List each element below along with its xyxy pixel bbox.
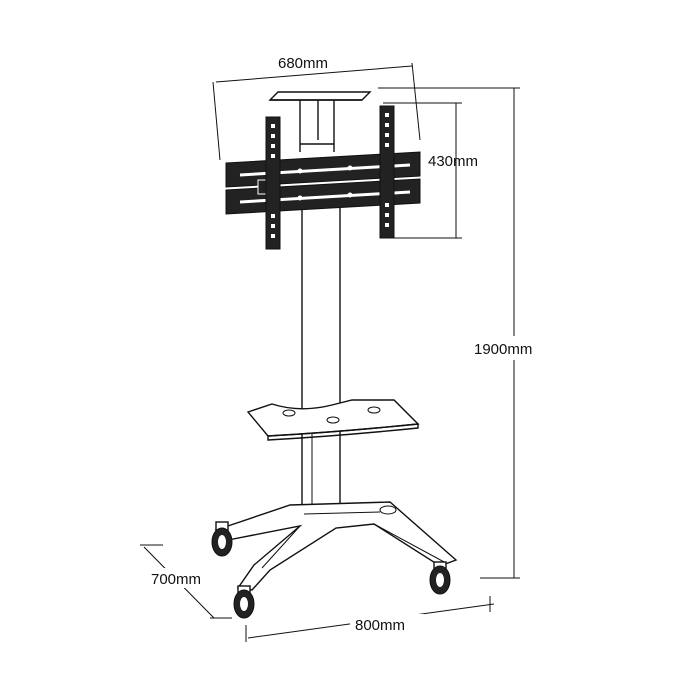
label-base-width: 800mm <box>355 617 405 634</box>
label-bracket-height: 430mm <box>428 153 478 170</box>
right-vesa-bracket <box>379 105 395 239</box>
caster-back-right <box>379 505 397 515</box>
top-shelf <box>268 91 372 152</box>
caster-front-left <box>233 585 255 619</box>
dimension-width-top: 680mm <box>212 55 421 161</box>
label-base-depth: 700mm <box>151 571 201 588</box>
dimension-base-width: 800mm <box>245 596 495 642</box>
left-vesa-bracket <box>265 116 281 250</box>
rolling-base <box>214 501 458 591</box>
caster-right <box>429 561 451 595</box>
label-width-top: 680mm <box>278 55 328 72</box>
dimension-base-depth: 700mm <box>140 544 232 619</box>
center-pole <box>301 200 341 510</box>
label-total-height: 1900mm <box>474 341 532 358</box>
dimension-total-height: 1900mm <box>378 87 552 579</box>
dimension-bracket-height: 430mm <box>383 102 478 239</box>
caster-back-left <box>211 521 233 557</box>
middle-shelf <box>246 399 420 441</box>
